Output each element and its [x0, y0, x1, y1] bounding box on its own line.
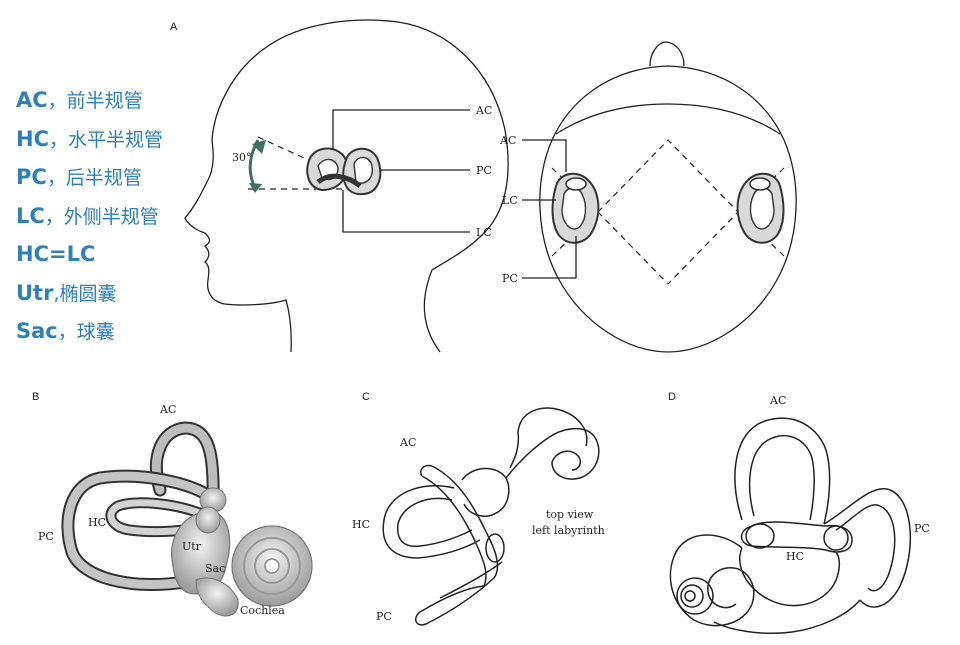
- legend-text: ，外侧半规管: [44, 205, 159, 228]
- leader-ac-top: [522, 139, 567, 172]
- label-pc-3d: PC: [38, 530, 54, 543]
- legend-item-pc: PC，后半规管: [16, 163, 216, 202]
- label-cochlea-3d: Cochlea: [240, 604, 285, 617]
- label-utr-3d: Utr: [182, 540, 202, 553]
- legend-abbr: PC: [16, 165, 47, 189]
- label-ac-side: AC: [475, 104, 492, 117]
- label-pc-top: PC: [502, 272, 518, 285]
- label-sac-3d: Sac: [205, 562, 225, 575]
- legend-text: ，后半规管: [46, 167, 142, 189]
- legend-abbr: AC: [16, 88, 48, 112]
- hairline-top: [555, 103, 781, 135]
- label-pc-side-outline: PC: [914, 522, 930, 535]
- legend-abbr: Utr: [16, 280, 54, 305]
- legend-item-hc: HC，水平半规管: [16, 125, 216, 164]
- legend-item-ac: AC，前半规管: [16, 86, 216, 125]
- label-pc-outline: PC: [376, 610, 392, 623]
- legend-text: ，前半规管: [47, 90, 143, 112]
- legend-text: ,椭圆囊: [53, 282, 117, 305]
- leader-pc-top: [522, 236, 577, 279]
- legend-item-sac: Sac，球囊: [16, 317, 216, 356]
- legend-abbr: Sac: [16, 319, 58, 343]
- leader-lc-side: [342, 190, 470, 233]
- legend-text: ，球囊: [57, 321, 115, 343]
- canal-plane-diamond: [597, 139, 739, 285]
- angle-arrow-down: [249, 183, 262, 193]
- caption-left-labyrinth: left labyrinth: [532, 524, 605, 537]
- legend-abbr: HC=LC: [16, 242, 96, 266]
- labyrinth-top-left: [551, 172, 600, 244]
- label-hc-3d: HC: [88, 516, 106, 529]
- label-ac-top: AC: [499, 134, 516, 147]
- label-hc-side-outline: HC: [786, 550, 804, 563]
- legend-item-hc-equals-lc: HC=LC: [16, 240, 216, 279]
- legend-text: ，水平半规管: [49, 128, 164, 151]
- head-side-profile: [184, 19, 509, 353]
- panel-a-letter: A: [170, 21, 178, 33]
- labyrinth-top-right: [736, 172, 785, 244]
- labyrinth-side-view: [306, 147, 382, 196]
- labyrinth-top-outline: [382, 407, 600, 626]
- nose-top: [649, 41, 685, 67]
- legend-abbr: LC: [16, 203, 45, 228]
- label-pc-side: PC: [476, 164, 492, 177]
- panel-d-letter: D: [668, 391, 676, 403]
- label-hc-outline: HC: [352, 518, 370, 531]
- label-ac-side-outline: AC: [769, 394, 786, 407]
- label-lc-top: LC: [502, 194, 518, 207]
- labyrinth-3d: [61, 421, 313, 617]
- label-lc-side: LC: [476, 226, 492, 239]
- leader-ac-side: [332, 109, 470, 150]
- panel-c-letter: C: [362, 391, 370, 403]
- panel-b-letter: B: [32, 391, 39, 403]
- legend-abbr: HC: [16, 126, 49, 151]
- legend-item-lc: LC，外侧半规管: [16, 202, 216, 241]
- angle-arrow-up: [252, 140, 266, 154]
- legend-item-utr: Utr,椭圆囊: [16, 279, 216, 318]
- angle-label: 30°: [232, 151, 252, 164]
- label-ac-outline: AC: [399, 436, 416, 449]
- legend: AC，前半规管 HC，水平半规管 PC，后半规管 LC，外侧半规管 HC=LC …: [16, 86, 216, 356]
- label-ac-3d: AC: [159, 403, 176, 416]
- labyrinth-side-outline: [669, 417, 912, 635]
- caption-top-view: top view: [546, 508, 594, 521]
